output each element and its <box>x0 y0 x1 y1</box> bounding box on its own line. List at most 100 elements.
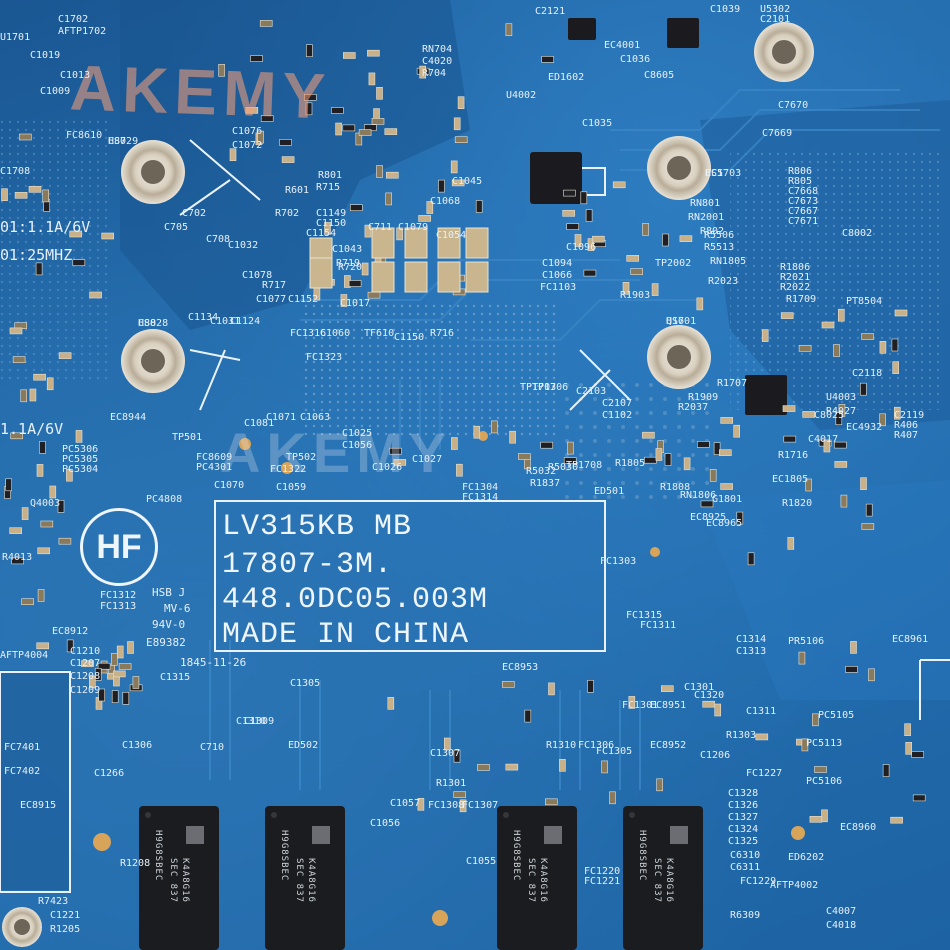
smd-component <box>548 682 555 696</box>
ref-designator: R1909 <box>688 392 719 403</box>
smd-component <box>116 645 124 659</box>
smd-component <box>21 598 34 606</box>
ref-designator: C2101 <box>760 14 791 25</box>
ref-designator: C8605 <box>644 70 675 81</box>
smd-component <box>349 204 363 211</box>
ram-chip-label: SEC 837 <box>294 858 304 903</box>
ref-designator: C1207 <box>70 658 101 669</box>
smd-component <box>566 223 580 230</box>
ram-chip-label: K4A8G16 <box>538 858 548 903</box>
smd-component <box>89 291 102 299</box>
ref-designator: RN1805 <box>710 256 747 267</box>
smd-component <box>417 797 425 811</box>
ref-designator: C1702 <box>58 14 89 25</box>
ref-designator: PC5106 <box>806 776 843 787</box>
smd-component <box>559 758 566 772</box>
smd-component <box>1 188 8 201</box>
smd-component <box>626 255 640 262</box>
ref-designator: ED1602 <box>548 72 585 83</box>
smd-component <box>524 709 532 723</box>
smd-component <box>69 230 82 238</box>
smd-component <box>257 130 264 144</box>
ref-designator: C1019 <box>30 50 61 61</box>
smd-component <box>385 171 399 179</box>
ref-designator: R407 <box>894 430 919 441</box>
ref-designator: R601 <box>285 185 310 196</box>
inductor-component <box>371 261 395 293</box>
ref-designator: FC1221 <box>584 876 621 887</box>
smd-component <box>454 136 468 143</box>
ref-designator: R2037 <box>678 402 709 413</box>
smd-component <box>305 102 313 116</box>
ref-designator: R2022 <box>780 282 811 293</box>
ref-designator: FC1312 <box>100 590 137 601</box>
smd-component <box>567 441 574 455</box>
smd-component <box>330 107 344 114</box>
smd-component <box>419 65 427 79</box>
ref-designator: R1808 <box>660 482 691 493</box>
smd-component <box>642 431 655 439</box>
smd-component <box>218 64 225 77</box>
ref-designator: FC1306 <box>578 740 615 751</box>
board-part-number: 17807-3M. <box>222 548 394 582</box>
smd-component <box>451 179 465 187</box>
smd-component <box>809 815 823 823</box>
smd-component <box>342 52 356 59</box>
smd-component <box>891 338 899 352</box>
ref-designator: C1077 <box>256 294 287 305</box>
cert-line: HSB J <box>152 586 186 599</box>
smd-component <box>426 201 434 214</box>
ref-designator: C1149 <box>316 208 347 219</box>
smd-component <box>821 321 835 329</box>
cert-line: MV-6 <box>164 602 191 615</box>
smd-component <box>782 405 796 412</box>
smd-component <box>376 165 383 178</box>
smd-component <box>58 537 72 545</box>
ref-designator: C708 <box>206 234 231 245</box>
smd-component <box>651 283 659 296</box>
ref-designator: C1039 <box>710 4 741 15</box>
smd-component <box>563 189 576 197</box>
ref-designator: C702 <box>182 208 207 219</box>
smd-component <box>39 441 46 454</box>
smd-component <box>562 210 576 217</box>
ram-chip-label: K4A8G16 <box>306 858 316 903</box>
ref-designator: C1314 <box>736 634 767 645</box>
ref-designator: U1701 <box>0 32 31 43</box>
smd-component <box>541 56 555 63</box>
smd-component <box>37 547 51 555</box>
ref-designator: R2023 <box>708 276 739 287</box>
ram-chip-label: SEC 837 <box>168 858 178 903</box>
ref-designator: PC5304 <box>62 464 99 475</box>
ref-designator: FC1305 <box>596 746 633 757</box>
smd-component <box>450 160 458 174</box>
ref-designator: EC8952 <box>650 740 687 751</box>
ref-designator: C1208 <box>70 671 101 682</box>
smd-component <box>66 468 73 482</box>
smd-component <box>75 430 83 443</box>
ref-designator: C2121 <box>535 6 566 17</box>
smd-component <box>335 122 342 136</box>
smd-component <box>912 794 926 802</box>
ref-designator: AFTP4004 <box>0 650 49 661</box>
inductor-component <box>309 257 333 289</box>
smd-component <box>10 432 23 440</box>
smd-component <box>361 262 369 276</box>
smd-component <box>860 382 867 396</box>
ref-designator: R720 <box>338 262 363 273</box>
smd-component <box>805 478 812 492</box>
smd-component <box>893 406 901 420</box>
ref-designator: C1070 <box>214 480 245 491</box>
ref-designator: ED6202 <box>788 852 825 863</box>
ref-designator: R7423 <box>38 896 69 907</box>
smd-component <box>879 340 887 354</box>
ref-designator: C1301 <box>684 682 715 693</box>
ref-designator: R6309 <box>730 910 761 921</box>
smd-component <box>453 749 461 763</box>
smd-component <box>505 23 513 37</box>
ram-chip-label: SEC 837 <box>526 858 536 903</box>
ref-designator: C1056 <box>342 440 373 451</box>
smd-component <box>122 691 130 705</box>
ref-designator: R702 <box>275 208 300 219</box>
